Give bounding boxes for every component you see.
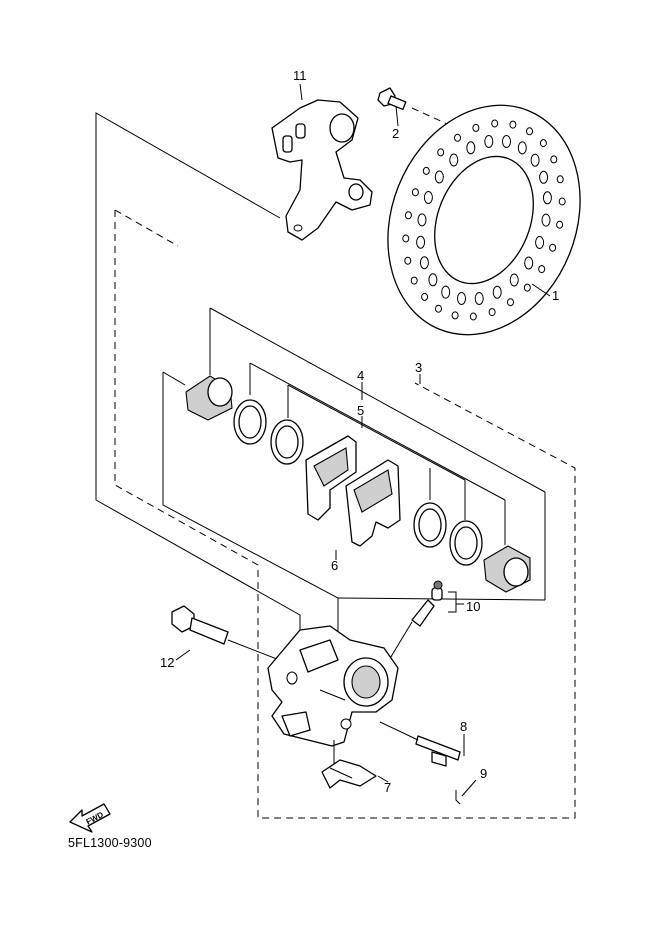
disc-hole — [451, 311, 459, 320]
disc-hole — [558, 197, 566, 206]
callout-8: 8 — [460, 719, 467, 734]
disc-hole — [542, 191, 552, 205]
disc-hole — [549, 243, 557, 252]
callout-5: 5 — [357, 403, 364, 418]
disc-hole — [539, 170, 549, 184]
caliper-assy-dashed-box — [114, 210, 576, 819]
disc-hole — [509, 120, 517, 129]
piston-left — [185, 375, 233, 421]
caliper-body — [267, 625, 399, 747]
disc-hole — [556, 220, 564, 229]
seal-left-outer — [233, 399, 267, 445]
disc-hole — [523, 283, 531, 292]
callout-12: 12 — [160, 655, 174, 670]
disc-hole — [491, 119, 499, 128]
disc-hole — [517, 141, 527, 155]
diagram-code: 5FL1300-9300 — [68, 836, 152, 850]
disc-hole — [441, 285, 451, 299]
disc-hole — [541, 213, 551, 227]
disc-hole — [417, 213, 427, 227]
disc-hole — [404, 211, 412, 220]
callout-1: 1 — [552, 288, 559, 303]
caliper-bolt — [171, 605, 229, 645]
disc-hole — [434, 170, 444, 184]
seal-left-inner — [270, 419, 304, 465]
disc-hole — [466, 141, 476, 155]
callout-2: 2 — [392, 126, 399, 141]
disc-hole — [423, 191, 433, 204]
disc-hole — [404, 256, 412, 265]
disc-hole — [422, 166, 430, 175]
disc-hole — [410, 276, 418, 285]
disc-hole — [507, 298, 514, 307]
bleed-screw — [411, 580, 443, 627]
bracket-outline-box — [95, 112, 301, 640]
pad-spring — [321, 759, 377, 789]
callout-7: 7 — [384, 780, 391, 795]
disc-hole — [539, 139, 547, 148]
piston-outline-box — [162, 372, 339, 640]
callout-4: 4 — [357, 368, 364, 383]
piston-right — [483, 545, 531, 593]
callout-3: 3 — [415, 360, 422, 375]
pin-clip — [455, 790, 461, 805]
disc-hole — [402, 234, 410, 243]
callout-11: 11 — [293, 68, 307, 83]
callout-10: 10 — [466, 599, 480, 614]
caliper-bracket — [271, 99, 373, 241]
callout-6: 6 — [331, 558, 338, 573]
disc-hole — [454, 133, 461, 142]
disc-hole — [488, 308, 496, 317]
disc-hole — [524, 256, 534, 270]
disc-hole — [449, 153, 459, 167]
pad-pin — [415, 735, 461, 767]
disc-hole — [416, 235, 426, 249]
disc-hole — [526, 127, 533, 136]
disc-hole — [530, 153, 540, 167]
disc-hole — [411, 188, 419, 197]
disc-hole — [502, 135, 511, 148]
disc-hole — [472, 123, 480, 132]
disc-hole — [437, 148, 445, 157]
disc-hole — [484, 135, 494, 148]
brake-pad-outer — [345, 459, 401, 547]
callout-9: 9 — [480, 766, 487, 781]
disc-hole — [469, 312, 477, 321]
disc-hole — [428, 273, 438, 287]
brake-disc — [387, 104, 581, 336]
disc-hole — [538, 265, 546, 274]
caliper-assy-dashed-top — [114, 209, 179, 247]
seal-right-outer — [413, 502, 447, 548]
disc-hole — [421, 292, 429, 301]
disc-hole — [556, 175, 564, 184]
disc-bolt — [377, 87, 407, 111]
seal-right-inner — [449, 520, 483, 566]
disc-hole — [509, 273, 519, 287]
disc-hole — [535, 236, 545, 249]
disc-hole — [457, 292, 466, 305]
disc-hole — [492, 285, 502, 299]
disc-hole — [435, 304, 442, 313]
brake-pad-inner — [305, 435, 357, 521]
disc-hole — [550, 155, 558, 164]
disc-hole — [419, 256, 429, 270]
fwd-arrow-icon: FWD — [69, 803, 111, 833]
disc-hole — [474, 292, 484, 305]
